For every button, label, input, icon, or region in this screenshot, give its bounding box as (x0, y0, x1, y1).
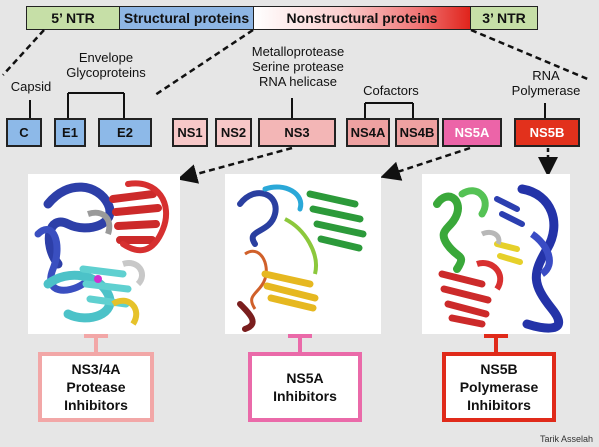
protein-ns1: NS1 (172, 118, 208, 147)
ns3-function-label: Metalloprotease Serine protease RNA heli… (238, 44, 358, 89)
ns5a-inhibitors-line1: NS5A (286, 370, 324, 386)
three-prime-ntr-label: 3’ NTR (482, 10, 526, 26)
protease-inhibitors-line2: Protease (66, 379, 126, 395)
ns5b-function-label: RNA Polymerase (506, 68, 586, 98)
protein-ns2: NS2 (215, 118, 252, 147)
protein-ns3-label: NS3 (284, 125, 310, 140)
ns5a-ribbon-art (237, 184, 367, 332)
five-prime-ntr-label: 5’ NTR (51, 10, 95, 26)
capsid-label: Capsid (8, 79, 54, 94)
cofactors-text: Cofactors (363, 83, 419, 98)
protein-ns4b: NS4B (395, 118, 439, 147)
envelope-line1: Envelope (78, 50, 134, 65)
polymerase-inhibitors-box: NS5B Polymerase Inhibitors (442, 352, 556, 422)
ns5b-structure-image (422, 174, 570, 334)
protein-ns1-label: NS1 (177, 125, 203, 140)
three-prime-ntr: 3’ NTR (470, 6, 538, 30)
ns5a-inhibitors-line2: Inhibitors (273, 388, 337, 404)
image-credit: Tarik Asselah (539, 434, 593, 444)
protein-ns4a-label: NS4A (350, 125, 386, 140)
protein-ns5a-label: NS5A (454, 125, 490, 140)
ns5b-line2: Polymerase (511, 83, 581, 98)
protein-c: C (6, 118, 42, 147)
polymerase-inhibitors-line3: Inhibitors (467, 397, 531, 413)
protein-e1: E1 (54, 118, 86, 147)
ns5a-structure-image (225, 174, 381, 334)
expansion-line-right (470, 28, 591, 82)
five-prime-ntr: 5’ NTR (26, 6, 120, 30)
structural-proteins-region: Structural proteins (119, 6, 254, 30)
protein-e1-label: E1 (62, 125, 78, 140)
polymerase-inhibitors-line2: Polymerase (459, 379, 539, 395)
protease-inhibitors-line1: NS3/4A (71, 361, 121, 377)
cofactors-label: Cofactors (356, 83, 426, 98)
structural-proteins-label: Structural proteins (123, 10, 250, 26)
protein-ns2-label: NS2 (220, 125, 247, 140)
protein-ns5b-label: NS5B (529, 125, 565, 140)
ns5b-line1: RNA (532, 68, 560, 83)
protease-inhibitors-box: NS3/4A Protease Inhibitors (38, 352, 154, 422)
envelope-label: Envelope Glycoproteins (56, 50, 156, 80)
ns3-line1: Metalloprotease (251, 44, 345, 59)
protein-e2-label: E2 (117, 125, 133, 140)
protein-ns4b-label: NS4B (399, 125, 435, 140)
protein-ns5a: NS5A (442, 118, 502, 147)
protein-ns5b: NS5B (514, 118, 580, 147)
ns5b-ribbon-art (433, 184, 564, 333)
ns5a-inhibitors-box: NS5A Inhibitors (248, 352, 362, 422)
ns3-4a-structure-image (28, 174, 180, 334)
ns3-arrow (177, 146, 293, 184)
protease-inhibitors-line3: Inhibitors (64, 397, 128, 413)
envelope-line2: Glycoproteins (66, 65, 146, 80)
protein-e2: E2 (98, 118, 152, 147)
ns3-line3: RNA helicase (258, 74, 338, 89)
protein-ns4a: NS4A (346, 118, 390, 147)
nonstructural-proteins-label: Nonstructural proteins (286, 10, 438, 26)
protein-ns3: NS3 (258, 118, 336, 147)
ns5a-arrow (380, 146, 471, 181)
protein-c-label: C (19, 125, 29, 140)
capsid-text: Capsid (10, 79, 52, 94)
nonstructural-proteins-region: Nonstructural proteins (253, 6, 471, 30)
expansion-line-left (2, 29, 45, 76)
polymerase-inhibitors-line1: NS5B (480, 361, 518, 377)
ns3-line2: Serine protease (252, 59, 344, 74)
ns3-4a-ribbon-art (34, 180, 170, 326)
